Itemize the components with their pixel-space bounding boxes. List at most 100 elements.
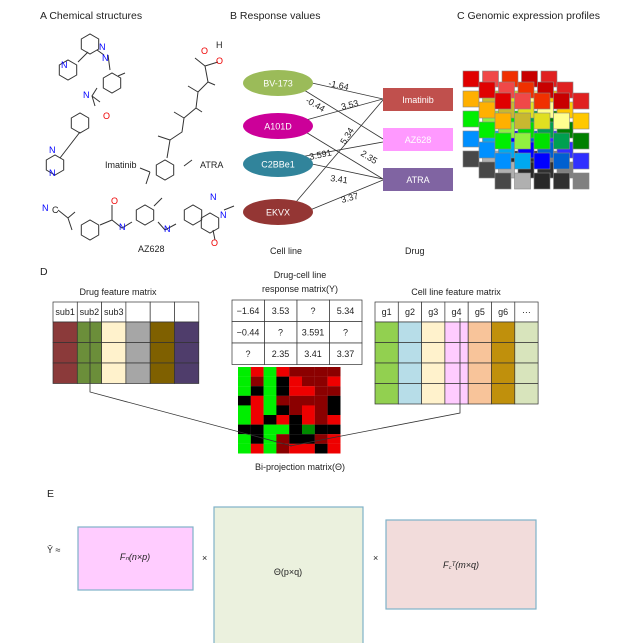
ring-bond <box>58 59 78 81</box>
response-value: 3.37 <box>337 349 355 359</box>
matrix-cell <box>514 362 539 384</box>
heatmap-cell <box>250 367 264 377</box>
heatmap-cell <box>263 405 277 416</box>
y-hat-approx: Ŷ ≈ <box>47 545 61 555</box>
response-matrix-title: response matrix(Y) <box>262 284 338 294</box>
heatmap-cell <box>276 376 290 387</box>
theta-matrix-label: Θ(p×q) <box>274 567 302 577</box>
times-sign: × <box>373 553 378 563</box>
panel-e-label: E <box>47 488 54 500</box>
theta-matrix-box <box>213 506 364 643</box>
matrix-cell <box>467 362 492 384</box>
matrix-header: g1 <box>382 307 392 317</box>
heatmap-cell <box>289 424 303 435</box>
ring-bond <box>80 219 100 241</box>
matrix-cell <box>444 383 469 405</box>
drug-box <box>383 88 453 111</box>
heatmap-cell <box>250 395 264 406</box>
atom-n: N <box>210 192 217 202</box>
matrix-cell <box>467 383 492 405</box>
ring-bond <box>102 72 122 94</box>
heatmap-cell <box>302 367 315 377</box>
matrix-cell <box>76 321 102 343</box>
expression-cell <box>553 112 570 130</box>
expression-cell <box>494 132 512 150</box>
heatmap-cell <box>250 376 264 387</box>
drug-name: AZ628 <box>405 135 432 145</box>
ring-bond <box>200 212 220 234</box>
expression-cell <box>533 172 551 190</box>
heatmap-cell <box>327 405 341 416</box>
panel-b: B Response values -1.64 -0.44 3.53 5.34 … <box>230 10 453 256</box>
heatmap-cell <box>302 424 315 435</box>
heatmap-cell <box>263 415 277 425</box>
matrix-cell <box>397 342 422 364</box>
drug-node: Imatinib <box>383 88 453 111</box>
heatmap-cell <box>276 424 290 435</box>
heatmap-cell <box>327 424 341 435</box>
panel-d-label: D <box>40 266 48 278</box>
panel-a-title: A Chemical structures <box>40 10 142 22</box>
heatmap-cell <box>314 376 328 387</box>
heatmap-cell <box>314 434 328 444</box>
matrix-cell <box>101 342 127 364</box>
heatmap-cell <box>238 405 251 416</box>
ring-bond <box>80 33 100 55</box>
atom-n: N <box>49 145 56 155</box>
expression-cell <box>514 92 531 110</box>
heatmap-cell <box>327 434 341 444</box>
matrix-cell <box>491 383 516 405</box>
atom-n: N <box>119 222 126 232</box>
cell-matrix-title: Cell line feature matrix <box>411 287 501 297</box>
response-value: 5.34 <box>337 306 355 316</box>
atom-c: C <box>52 205 59 215</box>
heatmap-cell <box>263 376 277 387</box>
ring-bond <box>135 204 155 226</box>
matrix-cell <box>374 321 399 343</box>
matrix-cell <box>397 383 422 405</box>
heatmap-cell <box>289 367 303 377</box>
matrix-header: sub1 <box>55 307 75 317</box>
expression-cube <box>462 70 590 190</box>
atom-n: N <box>102 53 109 63</box>
heatmap-cell <box>276 443 290 454</box>
matrix-cell <box>125 342 151 364</box>
ring-bond <box>45 154 65 176</box>
heatmap-cell <box>276 434 290 444</box>
biprojection-title: Bi-projection matrix(Θ) <box>255 462 345 472</box>
matrix-cell <box>52 362 78 384</box>
response-value: ? <box>245 349 250 359</box>
heatmap-cell <box>302 405 315 416</box>
expression-cell <box>462 90 480 108</box>
expression-cell <box>478 101 496 119</box>
matrix-cell <box>421 342 446 364</box>
expression-cell <box>572 132 590 150</box>
ring-bond <box>70 112 90 134</box>
matrix-cell <box>514 383 539 405</box>
heatmap-cell <box>263 424 277 435</box>
heatmap-cell <box>276 405 290 416</box>
edge-value: 5.34 <box>338 126 356 146</box>
expression-cell <box>533 132 551 150</box>
matrix-header: g2 <box>405 307 415 317</box>
matrix-header: ··· <box>522 307 531 317</box>
fc-matrix-label: F꜀ᵀ(m×q) <box>443 560 479 570</box>
expression-cell <box>462 110 480 128</box>
matrix-cell <box>491 342 516 364</box>
cell-line-name: BV-173 <box>263 79 293 89</box>
matrix-cell <box>514 321 539 343</box>
cell-line-name: C2BBe1 <box>261 160 295 170</box>
atom-o: O <box>103 111 110 121</box>
heatmap-cell <box>289 405 303 416</box>
expression-cell <box>478 81 496 99</box>
expression-cell <box>494 152 512 170</box>
heatmap-cell <box>238 434 251 444</box>
matrix-cell <box>421 383 446 405</box>
expression-cell <box>553 152 570 170</box>
heatmap-cell <box>238 395 251 406</box>
atom-n: N <box>99 42 106 52</box>
response-value: ? <box>278 328 283 338</box>
